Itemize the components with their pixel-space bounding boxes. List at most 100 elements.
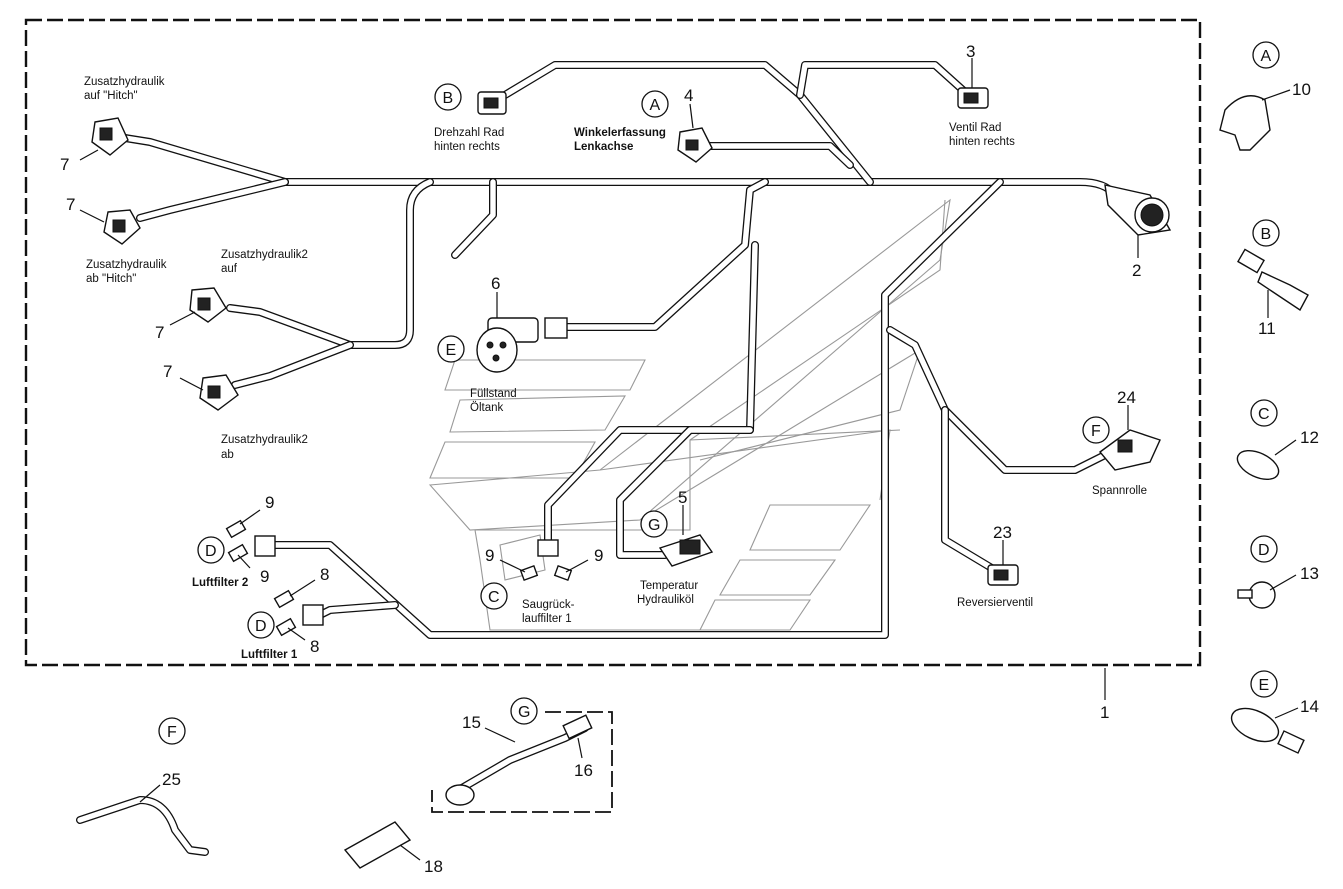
part-12: [1236, 449, 1280, 481]
marker-g-main: G: [640, 510, 668, 538]
marker-f-main: F: [1082, 416, 1110, 444]
connector-7-second: [103, 209, 141, 245]
svg-text:D: D: [1258, 542, 1270, 559]
label-zh2-auf-1: Zusatzhydraulik2: [221, 249, 308, 261]
svg-text:A: A: [1261, 48, 1272, 65]
svg-text:G: G: [648, 517, 660, 534]
machine-outline: [428, 198, 951, 631]
marker-a-top: A: [641, 90, 669, 118]
connector-2-main: [1104, 184, 1172, 236]
part-18: [343, 821, 412, 869]
part-25: [76, 796, 209, 856]
label-fuell-2: Öltank: [470, 402, 503, 414]
svg-text:F: F: [1091, 423, 1101, 440]
callout-9a: 9: [265, 493, 274, 512]
marker-d-luft2: D: [197, 536, 225, 564]
label-zh-ab-1: Zusatzhydraulik: [86, 259, 167, 271]
svg-text:D: D: [205, 543, 217, 560]
callout-8b: 8: [310, 637, 319, 656]
label-temp-1: Temperatur: [640, 580, 698, 592]
label-winkel-2: Lenkachse: [574, 141, 633, 153]
svg-text:F: F: [167, 724, 177, 741]
callout-18: 18: [424, 857, 443, 876]
callout-15: 15: [462, 713, 481, 732]
label-zh-ab-2: ab "Hitch": [86, 273, 136, 285]
marker-e-side: E: [1250, 670, 1278, 698]
svg-text:B: B: [443, 90, 454, 107]
svg-text:A: A: [650, 97, 661, 114]
marker-f-side: F: [158, 717, 186, 745]
callout-7a: 7: [60, 155, 69, 174]
label-spannrolle: Spannrolle: [1092, 485, 1147, 497]
connector-23-reversier: [987, 564, 1019, 586]
callout-13: 13: [1300, 564, 1319, 583]
callout-11: 11: [1258, 319, 1276, 338]
marker-d-side: D: [1250, 535, 1278, 563]
assembly-frame: [24, 18, 1202, 667]
callout-9b: 9: [260, 567, 269, 586]
marker-g-side: G: [510, 697, 538, 725]
harness-cables: [121, 61, 1119, 639]
leader-lines: [79, 58, 1299, 861]
callout-9c: 9: [485, 546, 494, 565]
callout-25: 25: [162, 770, 181, 789]
callout-9d: 9: [594, 546, 603, 565]
marker-d-luft1: D: [247, 611, 275, 639]
label-reversier: Reversierventil: [957, 597, 1033, 609]
connector-7-top: [91, 117, 129, 156]
label-saug-2: lauffilter 1: [522, 613, 572, 625]
svg-text:C: C: [1258, 406, 1270, 423]
svg-text:D: D: [255, 618, 267, 635]
junction-saugruecklauf: [519, 539, 573, 581]
component-labels: Zusatzhydraulik auf "Hitch" Zusatzhydrau…: [84, 76, 1147, 661]
label-zh-auf-1: Zusatzhydraulik: [84, 76, 165, 88]
label-drehzahl-2: hinten rechts: [434, 141, 500, 153]
callout-4: 4: [684, 86, 693, 105]
part-10: [1219, 95, 1271, 151]
connector-24-spannrolle: [1098, 429, 1161, 471]
svg-text:B: B: [1261, 226, 1272, 243]
callout-3: 3: [966, 42, 975, 61]
label-zh2-ab-2: ab: [221, 449, 234, 461]
part-13: [1237, 581, 1276, 609]
marker-e-main: E: [437, 335, 465, 363]
callout-14: 14: [1300, 697, 1319, 716]
sensor-6-fuellstand: [476, 317, 568, 373]
label-winkel-1: Winkelerfassung: [574, 127, 666, 139]
label-saug-1: Saugrück-: [522, 599, 575, 611]
label-drehzahl-1: Drehzahl Rad: [434, 127, 504, 139]
callout-6: 6: [491, 274, 500, 293]
callout-7b: 7: [66, 195, 75, 214]
svg-text:G: G: [518, 704, 530, 721]
junction-luftfilter-2: [225, 519, 276, 563]
callout-10: 10: [1292, 80, 1311, 99]
label-zh2-ab-1: Zusatzhydraulik2: [221, 434, 308, 446]
label-zh2-auf-2: auf: [221, 263, 238, 275]
callout-24: 24: [1117, 388, 1136, 407]
label-luft2: Luftfilter 2: [192, 577, 248, 589]
callout-2: 2: [1132, 261, 1141, 280]
part-11: [1237, 248, 1309, 312]
svg-text:E: E: [1259, 677, 1270, 694]
connector-3-ventil: [957, 87, 989, 109]
callout-12: 12: [1300, 428, 1319, 447]
connector-4-winkel: [677, 127, 713, 163]
junction-luftfilter-1: [273, 589, 324, 637]
callout-23: 23: [993, 523, 1012, 542]
callout-numbers: 1 2 3 4 5 6 7 7 7 7 8 8 9 9 9 9 10 11 12…: [60, 42, 1319, 876]
label-zh-auf-2: auf "Hitch": [84, 90, 138, 102]
callout-16: 16: [574, 761, 593, 780]
part-14: [1230, 707, 1305, 754]
marker-b-side: B: [1252, 219, 1280, 247]
callout-7d: 7: [163, 362, 172, 381]
connector-7-fourth: [199, 374, 239, 411]
svg-text:E: E: [446, 342, 457, 359]
callout-7c: 7: [155, 323, 164, 342]
callout-8a: 8: [320, 565, 329, 584]
connector-7-third: [189, 287, 227, 323]
callout-5: 5: [678, 488, 687, 507]
marker-b-top: B: [434, 83, 462, 111]
letter-markers: A A B B C C D D D E E F F G G: [158, 41, 1280, 745]
connector-5-temperatur: [658, 534, 714, 567]
